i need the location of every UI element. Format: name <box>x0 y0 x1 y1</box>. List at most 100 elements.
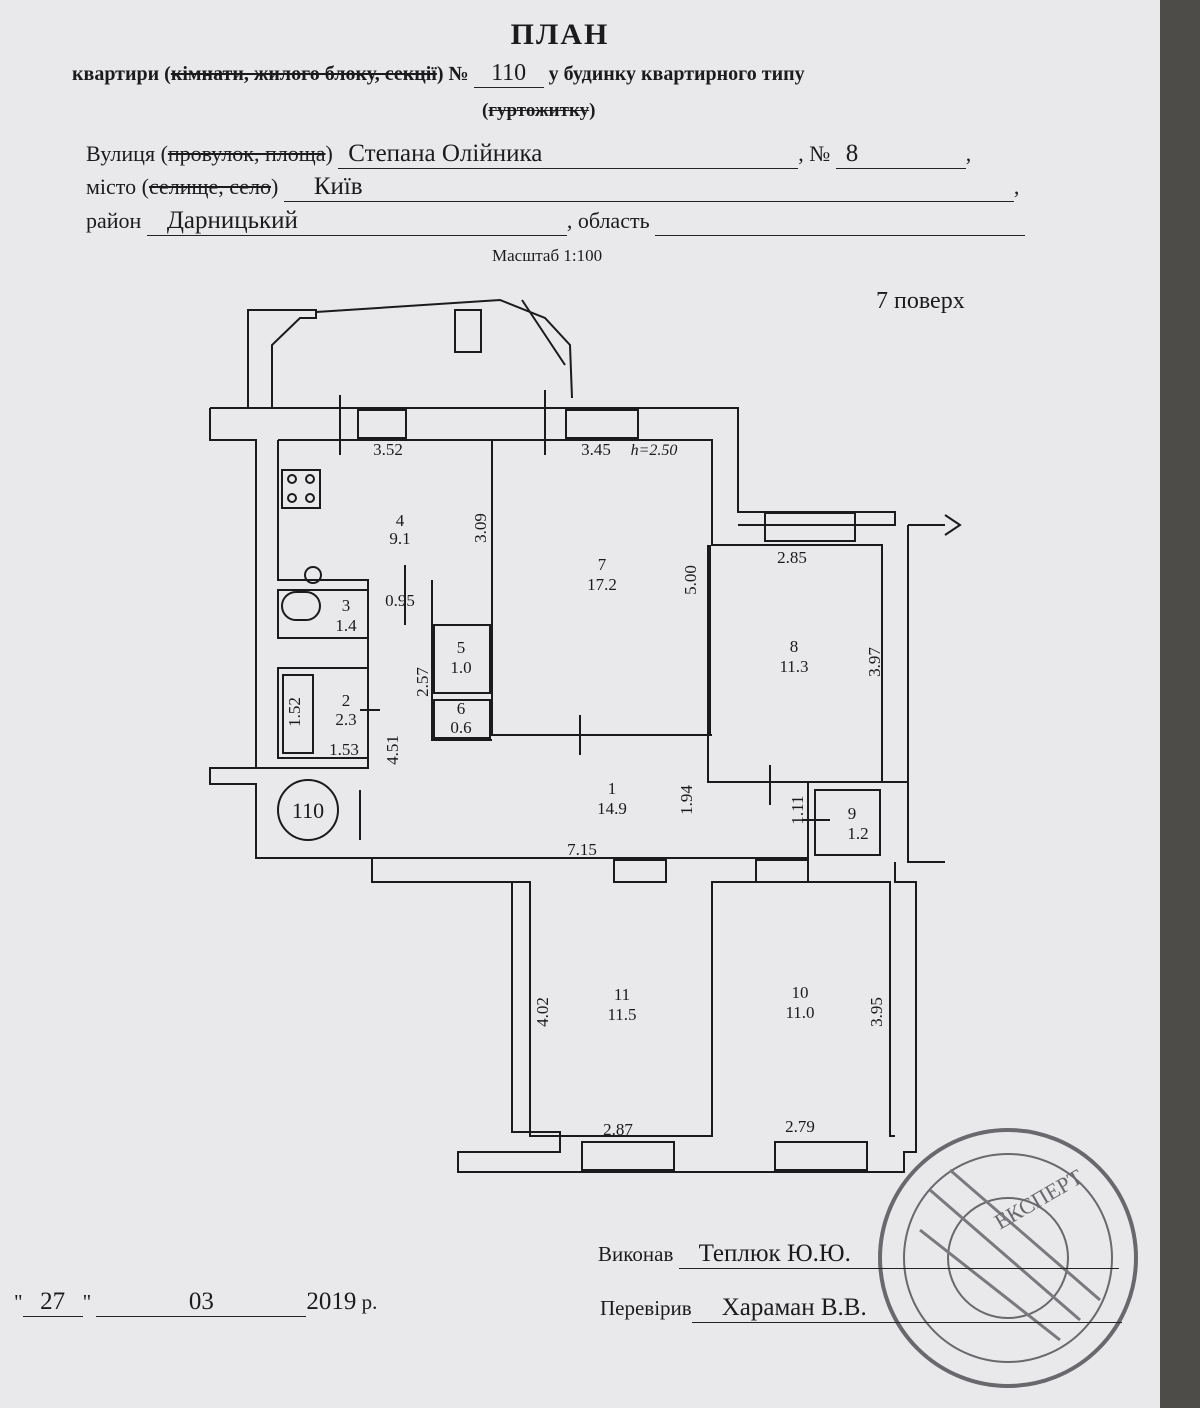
room-6-number: 6 <box>457 699 466 718</box>
executor-row: Виконав Теплюк Ю.Ю. <box>598 1240 1119 1269</box>
window-room-11 <box>581 1141 675 1171</box>
floor-label: 7 поверх <box>876 288 965 314</box>
room-8-wall <box>707 545 808 783</box>
room-5-number: 5 <box>457 638 466 657</box>
apartment-number: 110 <box>473 60 544 88</box>
district-value: Дарницький <box>146 207 567 236</box>
dim-2-57: 2.57 <box>413 667 432 697</box>
room-7-wall <box>491 440 712 736</box>
room-3-box <box>277 589 369 639</box>
floor-plan-drawing: 3.52 3.45 h=2.50 4 9.1 3 1.4 0.95 5 1.0 … <box>209 298 1138 1388</box>
bathtub <box>282 674 314 754</box>
room-6-box <box>433 699 491 739</box>
room-6-area: 0.6 <box>450 718 471 737</box>
executor-name: Теплюк Ю.Ю. <box>678 1240 1119 1269</box>
dim-2-87: 2.87 <box>603 1120 633 1139</box>
building-type-label: у будинку квартирного типу <box>548 63 805 85</box>
dim-2-85: 2.85 <box>777 548 807 567</box>
window-room-10 <box>774 1141 868 1171</box>
room-10-area: 11.0 <box>785 1003 814 1022</box>
room-2-number: 2 <box>342 691 351 710</box>
dim-2-79: 2.79 <box>785 1117 815 1136</box>
dim-1-11: 1.11 <box>788 795 807 824</box>
header-line-1: квартири (кімнати, жилого блоку, секції)… <box>72 60 805 88</box>
window-room-7 <box>565 409 639 439</box>
room-10-number: 10 <box>792 983 809 1002</box>
date-day: 27 <box>22 1288 83 1317</box>
dim-4-02: 4.02 <box>533 997 552 1027</box>
header-line-2: (гуртожитку) <box>482 100 596 121</box>
room-2-area: 2.3 <box>335 710 356 729</box>
inner-wall-line <box>278 439 940 863</box>
room-4-area: 9.1 <box>389 529 410 548</box>
page-title: ПЛАН <box>510 18 610 51</box>
room-3-number: 3 <box>342 596 351 615</box>
apartment-label-start: квартири ( <box>72 63 171 85</box>
dim-3-45: 3.45 <box>581 440 611 459</box>
executor-label: Виконав <box>598 1242 674 1266</box>
dim-1-53: 1.53 <box>329 740 359 759</box>
apartment-number-label: ) № <box>436 63 469 85</box>
city-row: місто (селище, село) Київ, <box>86 173 1020 202</box>
street-label: Вулиця <box>86 141 156 166</box>
dim-3-52: 3.52 <box>373 440 403 459</box>
checker-label: Перевірив <box>600 1296 692 1320</box>
region-value <box>655 208 1026 236</box>
plan-sheet <box>0 0 1160 1408</box>
stove <box>281 469 321 509</box>
room-3-area: 1.4 <box>335 616 357 635</box>
street-value: Степана Олійника <box>338 140 799 169</box>
room-4-number: 4 <box>396 511 405 530</box>
checker-name: Хараман В.В. <box>691 1294 1122 1323</box>
struck-street-types: провулок, площа <box>167 141 326 166</box>
dim-1-52: 1.52 <box>285 697 304 727</box>
balcony-wall-left <box>247 309 317 409</box>
door-room-11 <box>613 859 667 883</box>
dim-5-00: 5.00 <box>681 565 700 595</box>
room-5-area: 1.0 <box>450 658 471 677</box>
city-value: Київ <box>283 173 1014 202</box>
district-label: район <box>86 208 142 233</box>
struck-dormitory: гуртожитку <box>488 100 590 121</box>
apartment-circle-number: 110 <box>292 798 324 823</box>
region-label: , область <box>566 208 650 233</box>
struck-settlement-types: селище, село <box>148 174 271 199</box>
room-1-number: 1 <box>608 779 617 798</box>
storage-walls <box>431 580 492 741</box>
district-row: район Дарницький, область <box>86 207 1026 236</box>
window-kitchen <box>357 409 407 439</box>
struck-room-types: кімнати, жилого блоку, секції <box>170 63 437 85</box>
room-5-box <box>433 624 491 694</box>
date-month: 03 <box>96 1288 307 1317</box>
outer-wall-south <box>290 857 917 1173</box>
room-2-box <box>277 667 369 759</box>
apartment-circle <box>277 779 339 841</box>
toilet <box>281 591 321 621</box>
dim-3-09: 3.09 <box>471 513 490 543</box>
window-room-8 <box>764 512 856 542</box>
city-label: місто <box>86 174 137 199</box>
room-1-area: 14.9 <box>597 799 627 818</box>
room-9-box <box>814 789 881 856</box>
bedroom-walls <box>512 881 895 1137</box>
room-11-number: 11 <box>614 985 630 1004</box>
dim-3-95: 3.95 <box>867 997 886 1027</box>
door-room-10 <box>755 859 809 883</box>
room-9-area: 1.2 <box>847 824 868 843</box>
house-number-label: , № <box>798 141 831 166</box>
scale-text: Масштаб 1:100 <box>492 246 603 265</box>
year-suffix: р. <box>361 1290 378 1314</box>
table-edge <box>1160 0 1200 1408</box>
outer-wall-east-breaks <box>908 514 962 863</box>
date-year: 2019 <box>306 1288 357 1315</box>
room-7-area: 17.2 <box>587 575 617 594</box>
kitchen-sink <box>304 566 322 584</box>
ceiling-height: h=2.50 <box>631 442 678 459</box>
room-11-area: 11.5 <box>607 1005 636 1024</box>
room-8-number: 8 <box>790 637 799 656</box>
dim-1-94: 1.94 <box>677 785 696 815</box>
room-7-number: 7 <box>598 555 607 574</box>
dim-3-97: 3.97 <box>865 647 884 677</box>
